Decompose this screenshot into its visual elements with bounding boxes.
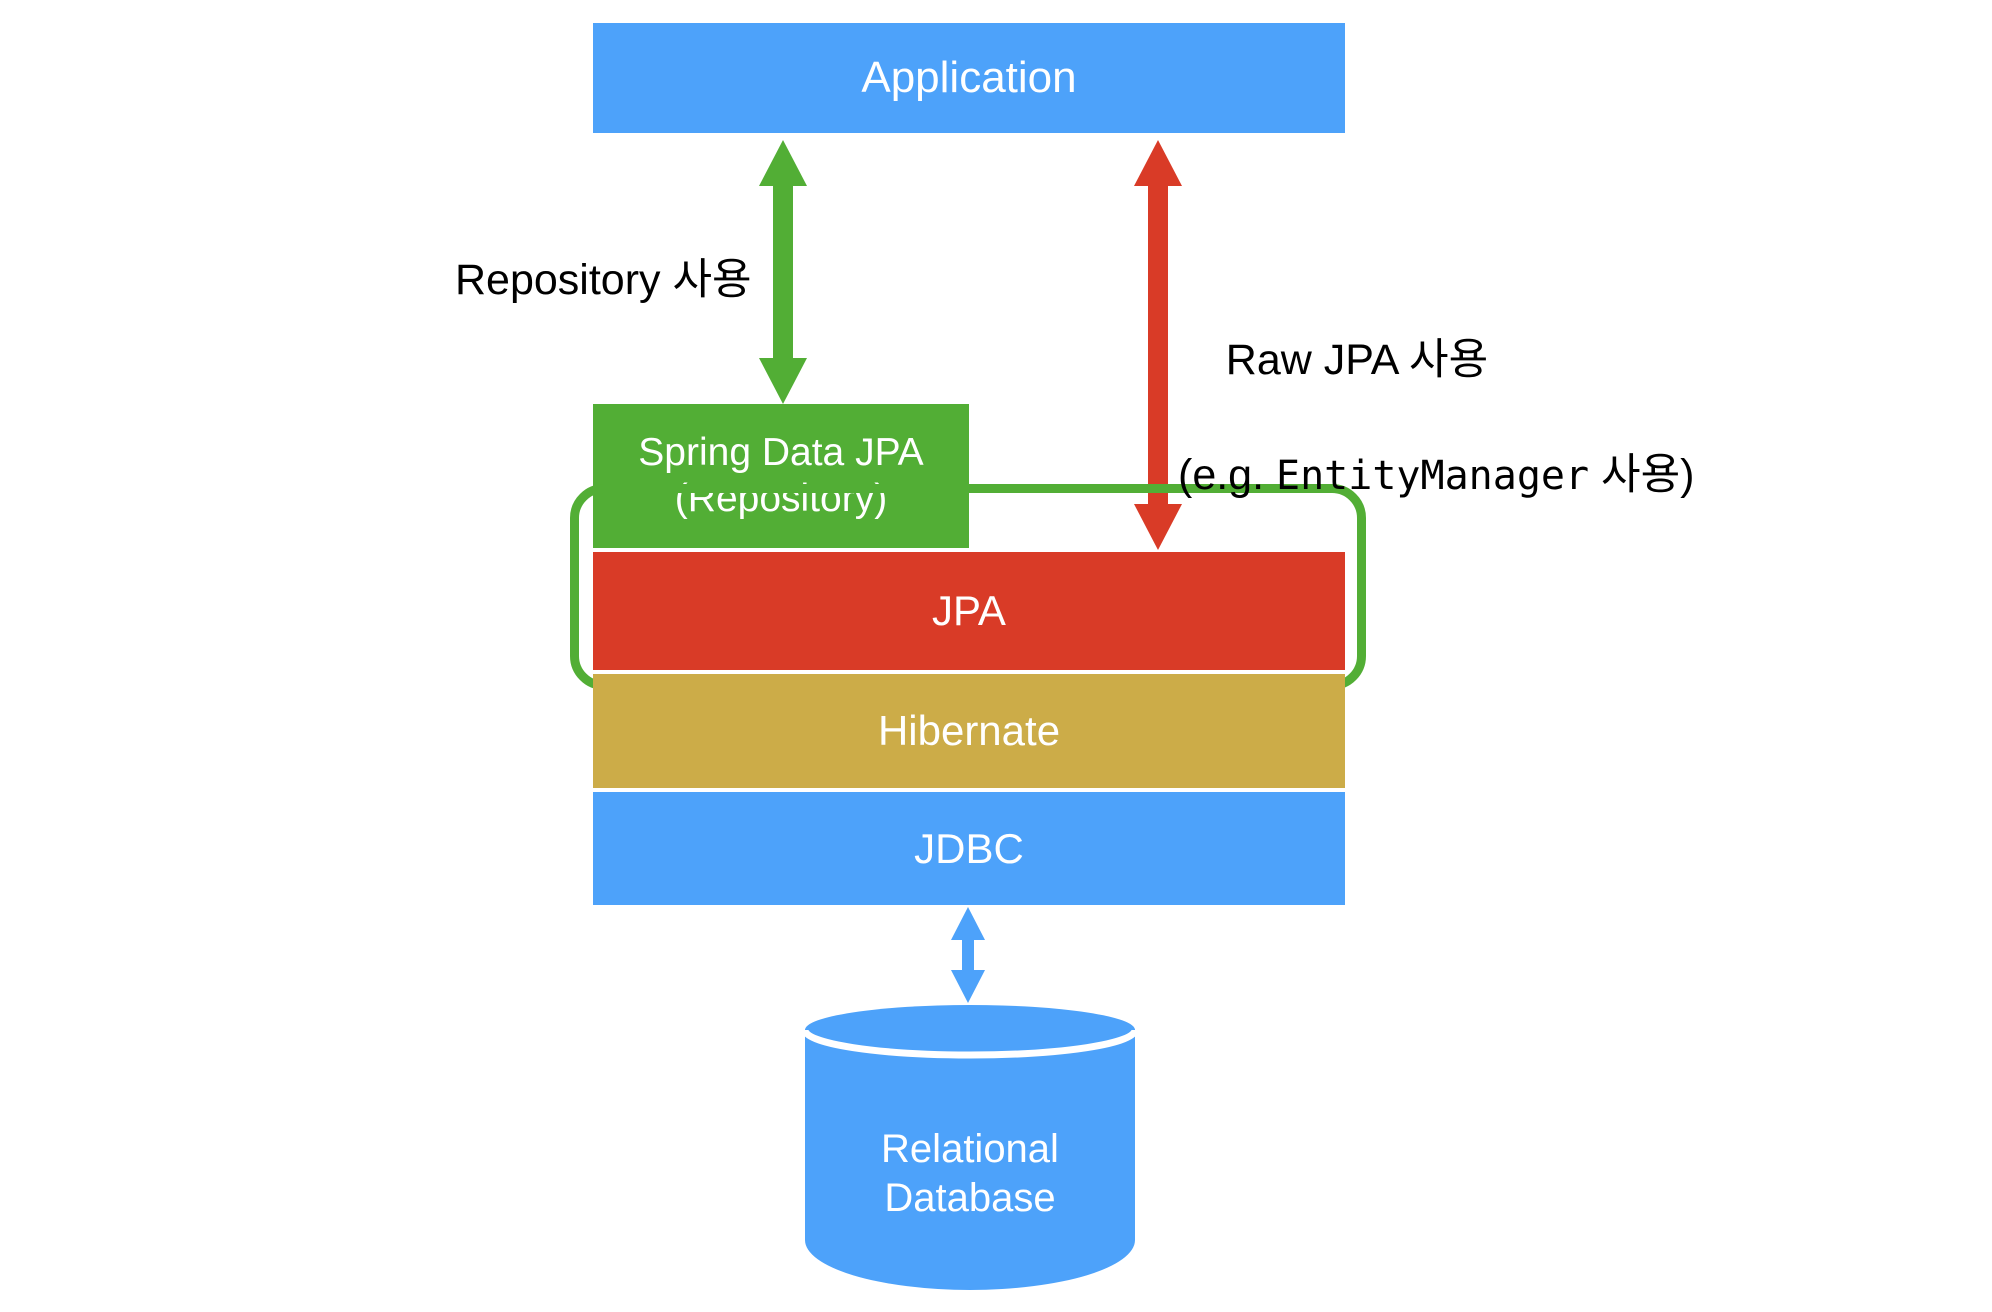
label-raw-jpa-usage-line1: Raw JPA 사용	[1225, 336, 1489, 385]
arrow-application-to-jpa	[1134, 140, 1182, 550]
layer-box-application: Application	[593, 23, 1345, 133]
label-raw-jpa-suffix: 사용)	[1589, 451, 1695, 500]
label-raw-jpa-prefix: (e.g.	[1178, 451, 1276, 500]
layer-box-jdbc: JDBC	[593, 792, 1345, 905]
label-raw-jpa-usage-line2: (e.g. EntityManager 사용)	[1178, 449, 1694, 501]
arrow-application-to-spring-data-jpa	[759, 140, 807, 404]
layer-label-database: Relational Database	[881, 1127, 1059, 1220]
label-raw-jpa-usage: Raw JPA 사용 (e.g. EntityManager 사용)	[1178, 282, 1694, 607]
layer-box-jpa: JPA	[593, 552, 1345, 670]
label-entity-manager-code: EntityManager	[1276, 453, 1590, 500]
label-repository-usage: Repository 사용	[455, 256, 752, 304]
arrow-jdbc-to-database	[951, 907, 985, 1003]
layer-box-hibernate: Hibernate	[593, 674, 1345, 788]
layer-box-spring-data-jpa: Spring Data JPA (Repository)	[593, 404, 969, 548]
database-cylinder	[801, 1005, 1139, 1290]
